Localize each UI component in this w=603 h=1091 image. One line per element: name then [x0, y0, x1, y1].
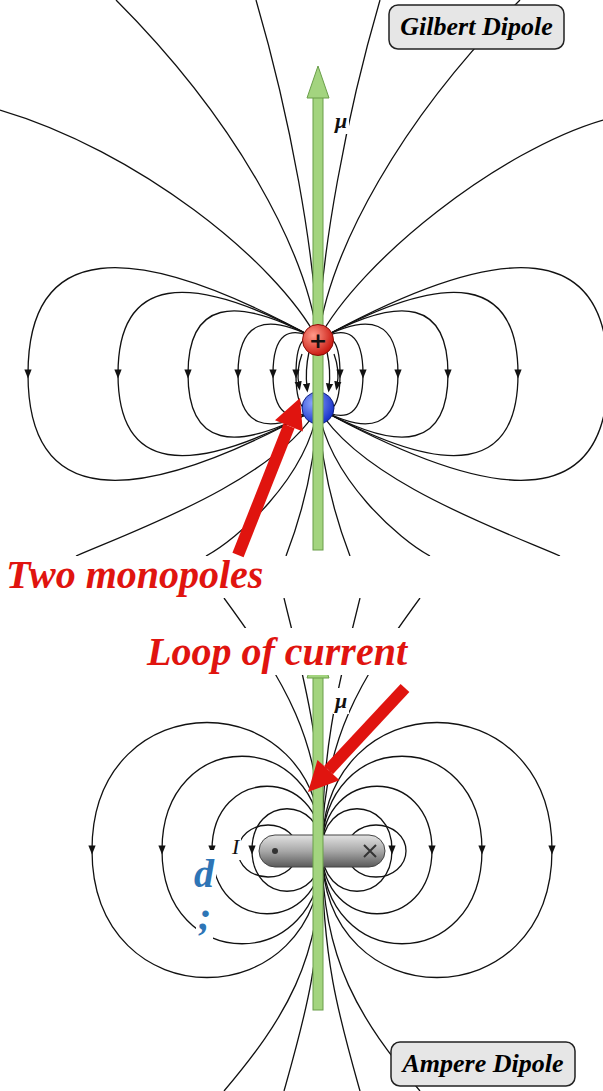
- pointer-arrow: [238, 398, 303, 555]
- pointer-arrow: [308, 688, 405, 792]
- ampere-field-lines: [92, 598, 552, 1091]
- callout-label: Loop of current: [145, 628, 409, 675]
- title-box: Gilbert Dipole: [388, 4, 565, 50]
- charge-sign: +: [309, 328, 327, 353]
- moment-symbol: μ: [333, 108, 349, 134]
- title-text: Gilbert Dipole: [400, 12, 552, 42]
- moment-symbol: μ: [333, 688, 349, 714]
- fragment-text: ;: [196, 893, 213, 940]
- title-box: Ampere Dipole: [390, 1041, 576, 1087]
- callout-label: Two monopoles: [6, 551, 263, 598]
- positive-monopole: +: [302, 324, 334, 356]
- title-text: Ampere Dipole: [402, 1049, 563, 1079]
- moment-arrow: [307, 646, 329, 1010]
- fragment-text: d: [192, 850, 216, 897]
- moment-arrow: [307, 66, 329, 550]
- gilbert-field-lines: [0, 0, 603, 556]
- current-symbol: I: [230, 834, 241, 860]
